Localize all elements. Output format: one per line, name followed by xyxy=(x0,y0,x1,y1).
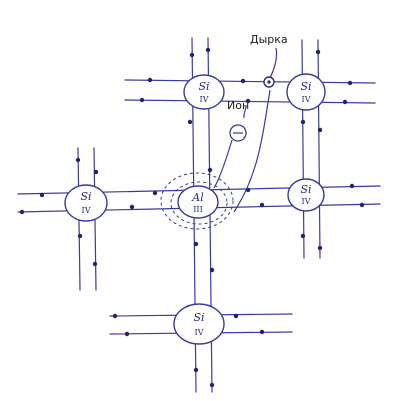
electron xyxy=(347,80,353,86)
electron xyxy=(342,99,348,105)
electron xyxy=(259,329,265,335)
atom-symbol: Si xyxy=(198,80,209,93)
electron xyxy=(39,192,45,198)
electron xyxy=(240,78,246,84)
electron xyxy=(317,245,323,251)
electron xyxy=(124,331,130,337)
electron xyxy=(317,127,323,133)
atom-symbol: Si xyxy=(300,80,311,93)
electron xyxy=(349,183,355,189)
hole-marker xyxy=(263,76,275,88)
ion-pointer xyxy=(243,105,247,119)
electron xyxy=(189,52,195,58)
electron xyxy=(205,47,211,53)
atom-si-right: Si IV xyxy=(287,178,325,212)
electron xyxy=(300,119,306,125)
electron xyxy=(75,157,81,163)
electron xyxy=(193,241,199,247)
electron xyxy=(300,233,306,239)
electron xyxy=(259,202,265,208)
atom-valence: IV xyxy=(195,328,204,337)
atom-symbol: Si xyxy=(300,183,311,196)
electron-cloud-outline xyxy=(160,172,234,230)
electron xyxy=(139,97,145,103)
atom-valence: III xyxy=(193,205,202,214)
atom-al-center: Al III xyxy=(177,185,219,219)
atom-valence: IV xyxy=(302,197,311,206)
atom-symbol: Si xyxy=(80,190,91,203)
hole-label: Дырка xyxy=(250,33,288,46)
electron xyxy=(209,267,215,273)
atom-si-bottom: Si IV xyxy=(173,303,225,345)
atom-valence: IV xyxy=(200,95,209,104)
electron xyxy=(207,167,213,173)
hole-pointer xyxy=(269,47,278,79)
electrons xyxy=(19,47,365,388)
electron xyxy=(147,77,153,83)
electron xyxy=(152,190,158,196)
electron xyxy=(359,202,365,208)
atom-symbol: Al xyxy=(191,191,204,204)
atom-si-top-right: Si IV xyxy=(286,73,326,111)
label-pointers xyxy=(213,47,278,213)
electron xyxy=(77,233,83,239)
electron xyxy=(187,119,193,125)
atom-si-top-left: Si IV xyxy=(183,74,225,110)
electron xyxy=(209,382,215,388)
electron xyxy=(315,49,321,55)
atom-valence: IV xyxy=(302,95,311,104)
atom-valence: IV xyxy=(82,206,91,215)
electron xyxy=(245,98,251,104)
atom-si-left: Si IV xyxy=(64,184,108,222)
hole-to-al-pointer xyxy=(233,89,271,213)
electron xyxy=(93,169,99,175)
ion-marker xyxy=(229,124,247,142)
ion-to-al-pointer xyxy=(213,139,233,189)
ion-label: Ион xyxy=(227,99,249,112)
electron xyxy=(112,313,118,319)
electron xyxy=(233,313,239,319)
atom-symbol: Si xyxy=(193,311,204,324)
electron xyxy=(193,367,199,373)
electron xyxy=(92,261,98,267)
electron xyxy=(129,204,135,210)
electron xyxy=(19,209,25,215)
